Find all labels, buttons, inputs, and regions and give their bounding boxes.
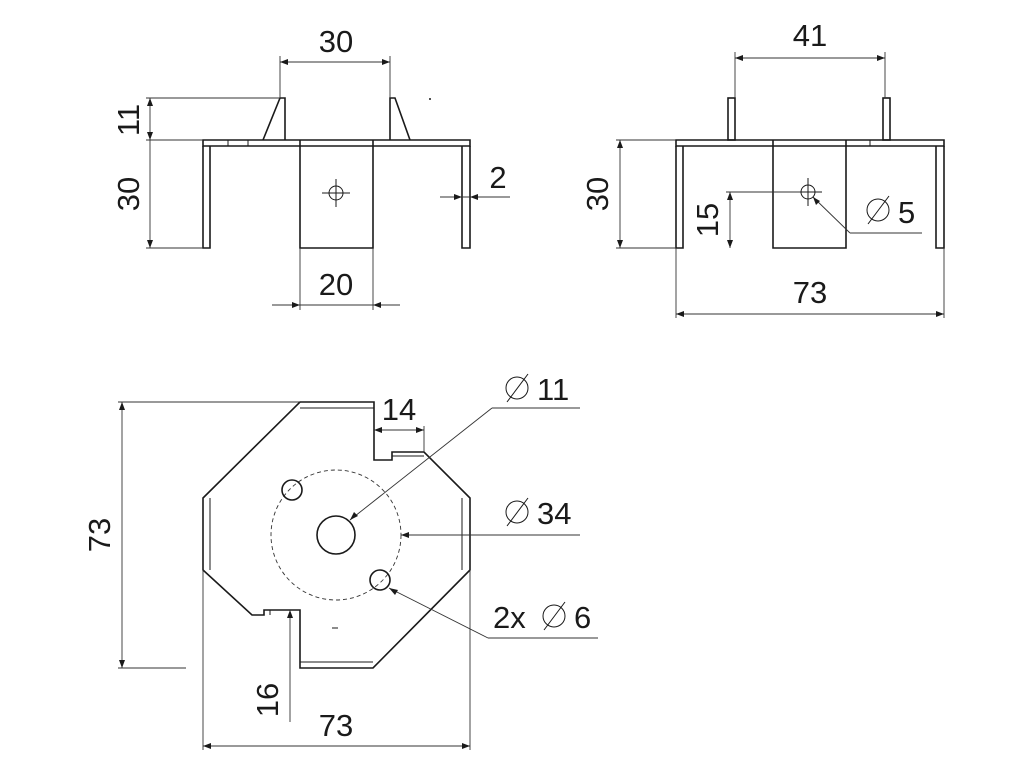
top-height-label: 73 bbox=[82, 518, 117, 552]
side-tab-spacing-label: 41 bbox=[793, 18, 827, 53]
diameter-symbol-icon bbox=[866, 195, 890, 225]
front-height-label: 30 bbox=[111, 177, 146, 211]
side-width-label: 73 bbox=[793, 275, 827, 310]
diameter-symbol-icon bbox=[542, 601, 566, 631]
top-center-hole-label: 11 bbox=[537, 372, 569, 407]
top-width-label: 73 bbox=[319, 708, 353, 743]
top-slot-width-label: 14 bbox=[382, 392, 416, 427]
side-view: 41 30 15 5 73 bbox=[580, 18, 945, 318]
top-hole-diameter-label: 6 bbox=[574, 600, 591, 635]
side-hole-diameter-label: 5 bbox=[898, 195, 915, 230]
front-tab-height-label: 11 bbox=[111, 104, 146, 136]
top-bolt-circle-label: 34 bbox=[537, 496, 571, 531]
top-offset-label: 16 bbox=[250, 683, 285, 717]
front-center-width-label: 20 bbox=[319, 267, 353, 302]
side-hole-height-label: 15 bbox=[690, 203, 725, 237]
side-height-label: 30 bbox=[580, 177, 615, 211]
front-view: 30 11 30 2 20 bbox=[111, 24, 510, 310]
diameter-symbol-icon bbox=[505, 497, 529, 527]
front-top-width-label: 30 bbox=[319, 24, 353, 59]
diameter-symbol-icon bbox=[505, 373, 529, 403]
front-thickness-label: 2 bbox=[489, 160, 506, 195]
top-holes-count-label: 2x bbox=[493, 600, 526, 635]
top-view: 73 14 11 34 2x 6 bbox=[82, 372, 598, 750]
